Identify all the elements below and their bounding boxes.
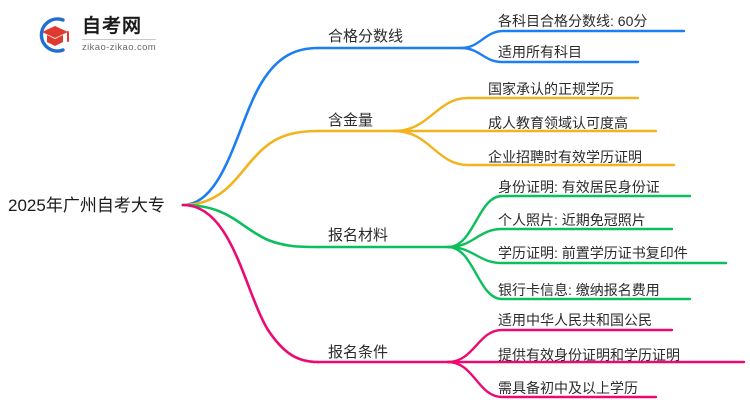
edge-root-to-pink [181,203,320,364]
edge-root-to-green [181,203,320,249]
leaf-node-green-2[interactable]: 个人照片: 近期免冠照片 [498,212,646,228]
leaf-node-orange-3[interactable]: 企业招聘时有效学历证明 [488,149,642,165]
edge-root-to-blue [181,46,320,207]
edge-root-to-orange [181,129,320,207]
logo-title: 自考网 [82,17,157,41]
leaf-node-green-4[interactable]: 银行卡信息: 缴纳报名费用 [498,282,660,298]
root-node[interactable]: 2025年广州自考大专 [8,196,165,215]
branch-node-bao-ming-tiao-jian[interactable]: 报名条件 [328,344,389,361]
leaf-node-orange-1[interactable]: 国家承认的正规学历 [488,81,614,97]
logo-mark-icon [30,14,76,56]
leaf-node-orange-2[interactable]: 成人教育领域认可度高 [488,115,628,131]
leaf-node-pink-1[interactable]: 适用中华人民共和国公民 [498,312,652,328]
branch-node-han-jin-liang[interactable]: 含金量 [328,112,374,129]
site-logo[interactable]: 自考网 zikao-zikao.com [30,12,220,58]
leaf-node-pink-3[interactable]: 需具备初中及以上学历 [498,380,638,396]
branch-node-he-ge-fen-shu-xian[interactable]: 合格分数线 [328,28,404,45]
leaf-node-green-1[interactable]: 身份证明: 有效居民身份证 [498,179,660,195]
logo-text: 自考网 zikao-zikao.com [82,17,157,54]
logo-url: zikao-zikao.com [82,42,157,54]
leaf-node-pink-2[interactable]: 提供有效身份证明和学历证明 [498,347,680,363]
leaf-node-blue-1[interactable]: 各科目合格分数线: 60分 [498,13,648,29]
branch-node-bao-ming-cai-liao[interactable]: 报名材料 [328,227,389,244]
leaf-node-blue-2[interactable]: 适用所有科目 [498,44,582,60]
leaf-node-green-3[interactable]: 学历证明: 前置学历证书复印件 [498,245,688,261]
